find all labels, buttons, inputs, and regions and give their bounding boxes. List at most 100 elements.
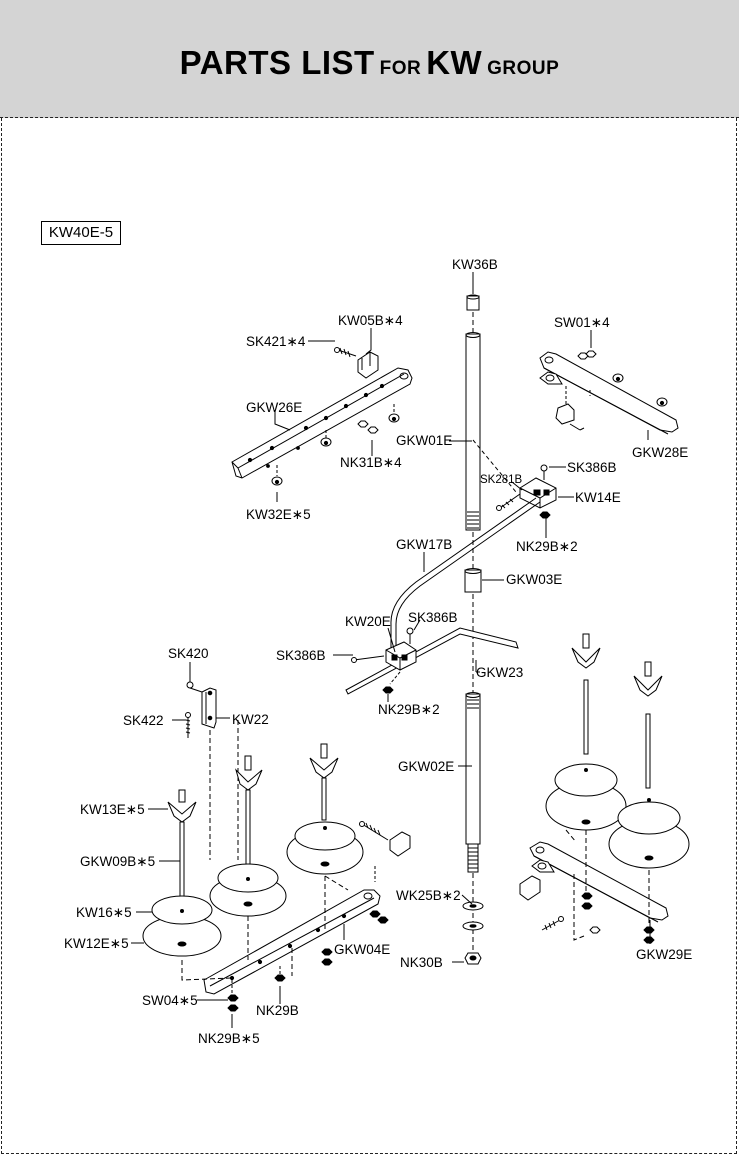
sw04-washer: [227, 994, 239, 1002]
gkw02e-tube: [465, 693, 481, 845]
leader-lines: [131, 272, 651, 1028]
label-sk386b-left: SK386B: [276, 648, 326, 663]
gkw29e-screw: [541, 919, 561, 931]
kw13e-guide-3: [309, 757, 339, 779]
gkw23-rod: [345, 627, 519, 695]
kw20e-block: [385, 641, 417, 671]
gkw04e-arm-assembly: [181, 821, 411, 1012]
kw14e-bracket-assembly: [472, 439, 557, 519]
title-parts-list: PARTS LIST: [179, 44, 375, 81]
label-sk281b: SK281B: [480, 474, 523, 486]
gkw26e-end-hole: [399, 372, 409, 380]
label-nk31b: NK31B∗4: [340, 455, 402, 470]
kw16-disc-right-2: [617, 801, 681, 835]
label-gkw17b: GKW17B: [396, 537, 452, 552]
kw36b-cap-top: [466, 294, 480, 300]
gkw04e-screw: [361, 823, 389, 841]
gkw03e-coupler: [464, 569, 482, 593]
label-nk29b-top: NK29B∗2: [516, 539, 578, 554]
gkw04e-end-hole: [363, 892, 373, 900]
label-kw36b: KW36B: [452, 257, 498, 272]
label-sw01: SW01∗4: [554, 315, 610, 330]
gkw09b-pin-1: [179, 821, 185, 903]
kw22-bracket-assembly: [185, 681, 239, 860]
label-gkw01e: GKW01E: [396, 433, 452, 448]
gkw26e-arm-assembly: [231, 347, 413, 486]
gkw04e-clamp: [389, 831, 411, 857]
label-kw32e: KW32E∗5: [246, 507, 311, 522]
header-band: PARTS LIST FOR KW GROUP: [0, 0, 739, 118]
label-gkw04e: GKW04E: [334, 942, 390, 957]
gkw01e-tube: [465, 333, 481, 531]
nk29b-nut-mid: [382, 686, 394, 694]
label-kw22: KW22: [232, 712, 269, 727]
label-sk421: SK421∗4: [246, 334, 306, 349]
kw05b-clamp: [357, 351, 379, 379]
label-sk422: SK422: [123, 713, 164, 728]
kw16-disc-right-1: [554, 763, 618, 797]
gkw02e-top: [465, 692, 481, 698]
kw32e-feet: [271, 413, 400, 486]
label-gkw23: GKW23: [476, 665, 523, 680]
gkw28e-arm-assembly: [539, 350, 679, 435]
kw13e-guide-1: [167, 801, 197, 823]
gkw09b-pin-3: [321, 777, 327, 821]
label-kw16: KW16∗5: [76, 905, 132, 920]
page-title: PARTS LIST FOR KW GROUP: [0, 44, 739, 82]
gkw02e-stud: [467, 843, 479, 873]
title-group: GROUP: [487, 58, 560, 79]
label-gkw02e: GKW02E: [398, 759, 454, 774]
sw01-nut: [585, 350, 597, 358]
label-sk420: SK420: [168, 646, 209, 661]
label-kw14e: KW14E: [575, 490, 621, 505]
label-kw05b: KW05B∗4: [338, 313, 403, 328]
gkw02e-stud-thread: [468, 847, 478, 869]
sk386b-screw-top: [540, 464, 548, 472]
label-nk30b: NK30B: [400, 955, 443, 970]
label-nk29b-bot5: NK29B∗5: [198, 1031, 260, 1046]
gkw09b-pin-2: [245, 789, 251, 871]
label-sk386b-top: SK386B: [567, 460, 617, 475]
label-kw20e: KW20E: [345, 614, 391, 629]
gkw09b-pin-right-1: [583, 679, 589, 755]
diagram-frame: [1, 118, 737, 1154]
kw16-disc-3: [294, 821, 356, 851]
label-nk29b-bot: NK29B: [256, 1003, 299, 1018]
label-gkw03e: GKW03E: [506, 572, 562, 587]
gkw29e-end-hole: [535, 846, 545, 854]
label-gkw26e: GKW26E: [246, 400, 302, 415]
gkw01e-thread: [467, 511, 479, 529]
gkw02e-thread-top: [467, 699, 479, 709]
kw13e-guide-2: [234, 768, 263, 791]
label-gkw28e: GKW28E: [632, 445, 688, 460]
sk386b-screw-left: [353, 655, 385, 661]
sk386b-screw-mid: [406, 627, 414, 635]
gkw28e-clamp: [555, 403, 575, 425]
part-labels: KW36B KW05B∗4 SW01∗4 SK421∗4 GKW26E GKW0…: [64, 257, 692, 1046]
gkw23-rod-assembly: [345, 627, 519, 695]
nk31b-nuts: [357, 420, 379, 434]
gkw01e-top: [465, 332, 481, 338]
gkw09b-pin-right-2: [645, 713, 651, 789]
kw36b-cap: [466, 295, 480, 311]
sk420-screw: [186, 681, 194, 689]
gkw29e-arm-assembly: [519, 829, 669, 944]
label-sk386b-mid: SK386B: [408, 610, 458, 625]
kw13e-guide-right-1: [571, 647, 601, 669]
label-nk29b-mid: NK29B∗2: [378, 702, 440, 717]
label-kw13e: KW13E∗5: [80, 802, 145, 817]
title-kw: KW: [426, 44, 483, 81]
nk29b-nut-top: [539, 511, 551, 519]
nk29b-nut-bot: [274, 974, 286, 982]
gkw29e-clamp: [519, 875, 541, 901]
gkw28e-end-hole: [544, 356, 554, 364]
nk29b-nut-bot5: [227, 1004, 239, 1012]
label-kw12e: KW12E∗5: [64, 936, 129, 951]
center-pole-assembly: [462, 294, 484, 965]
label-wk25b: WK25B∗2: [396, 888, 461, 903]
kw13e-guide-right-2: [633, 675, 663, 697]
label-gkw09b: GKW09B∗5: [80, 854, 155, 869]
label-sw04: SW04∗5: [142, 993, 198, 1008]
label-gkw29e: GKW29E: [636, 947, 692, 962]
